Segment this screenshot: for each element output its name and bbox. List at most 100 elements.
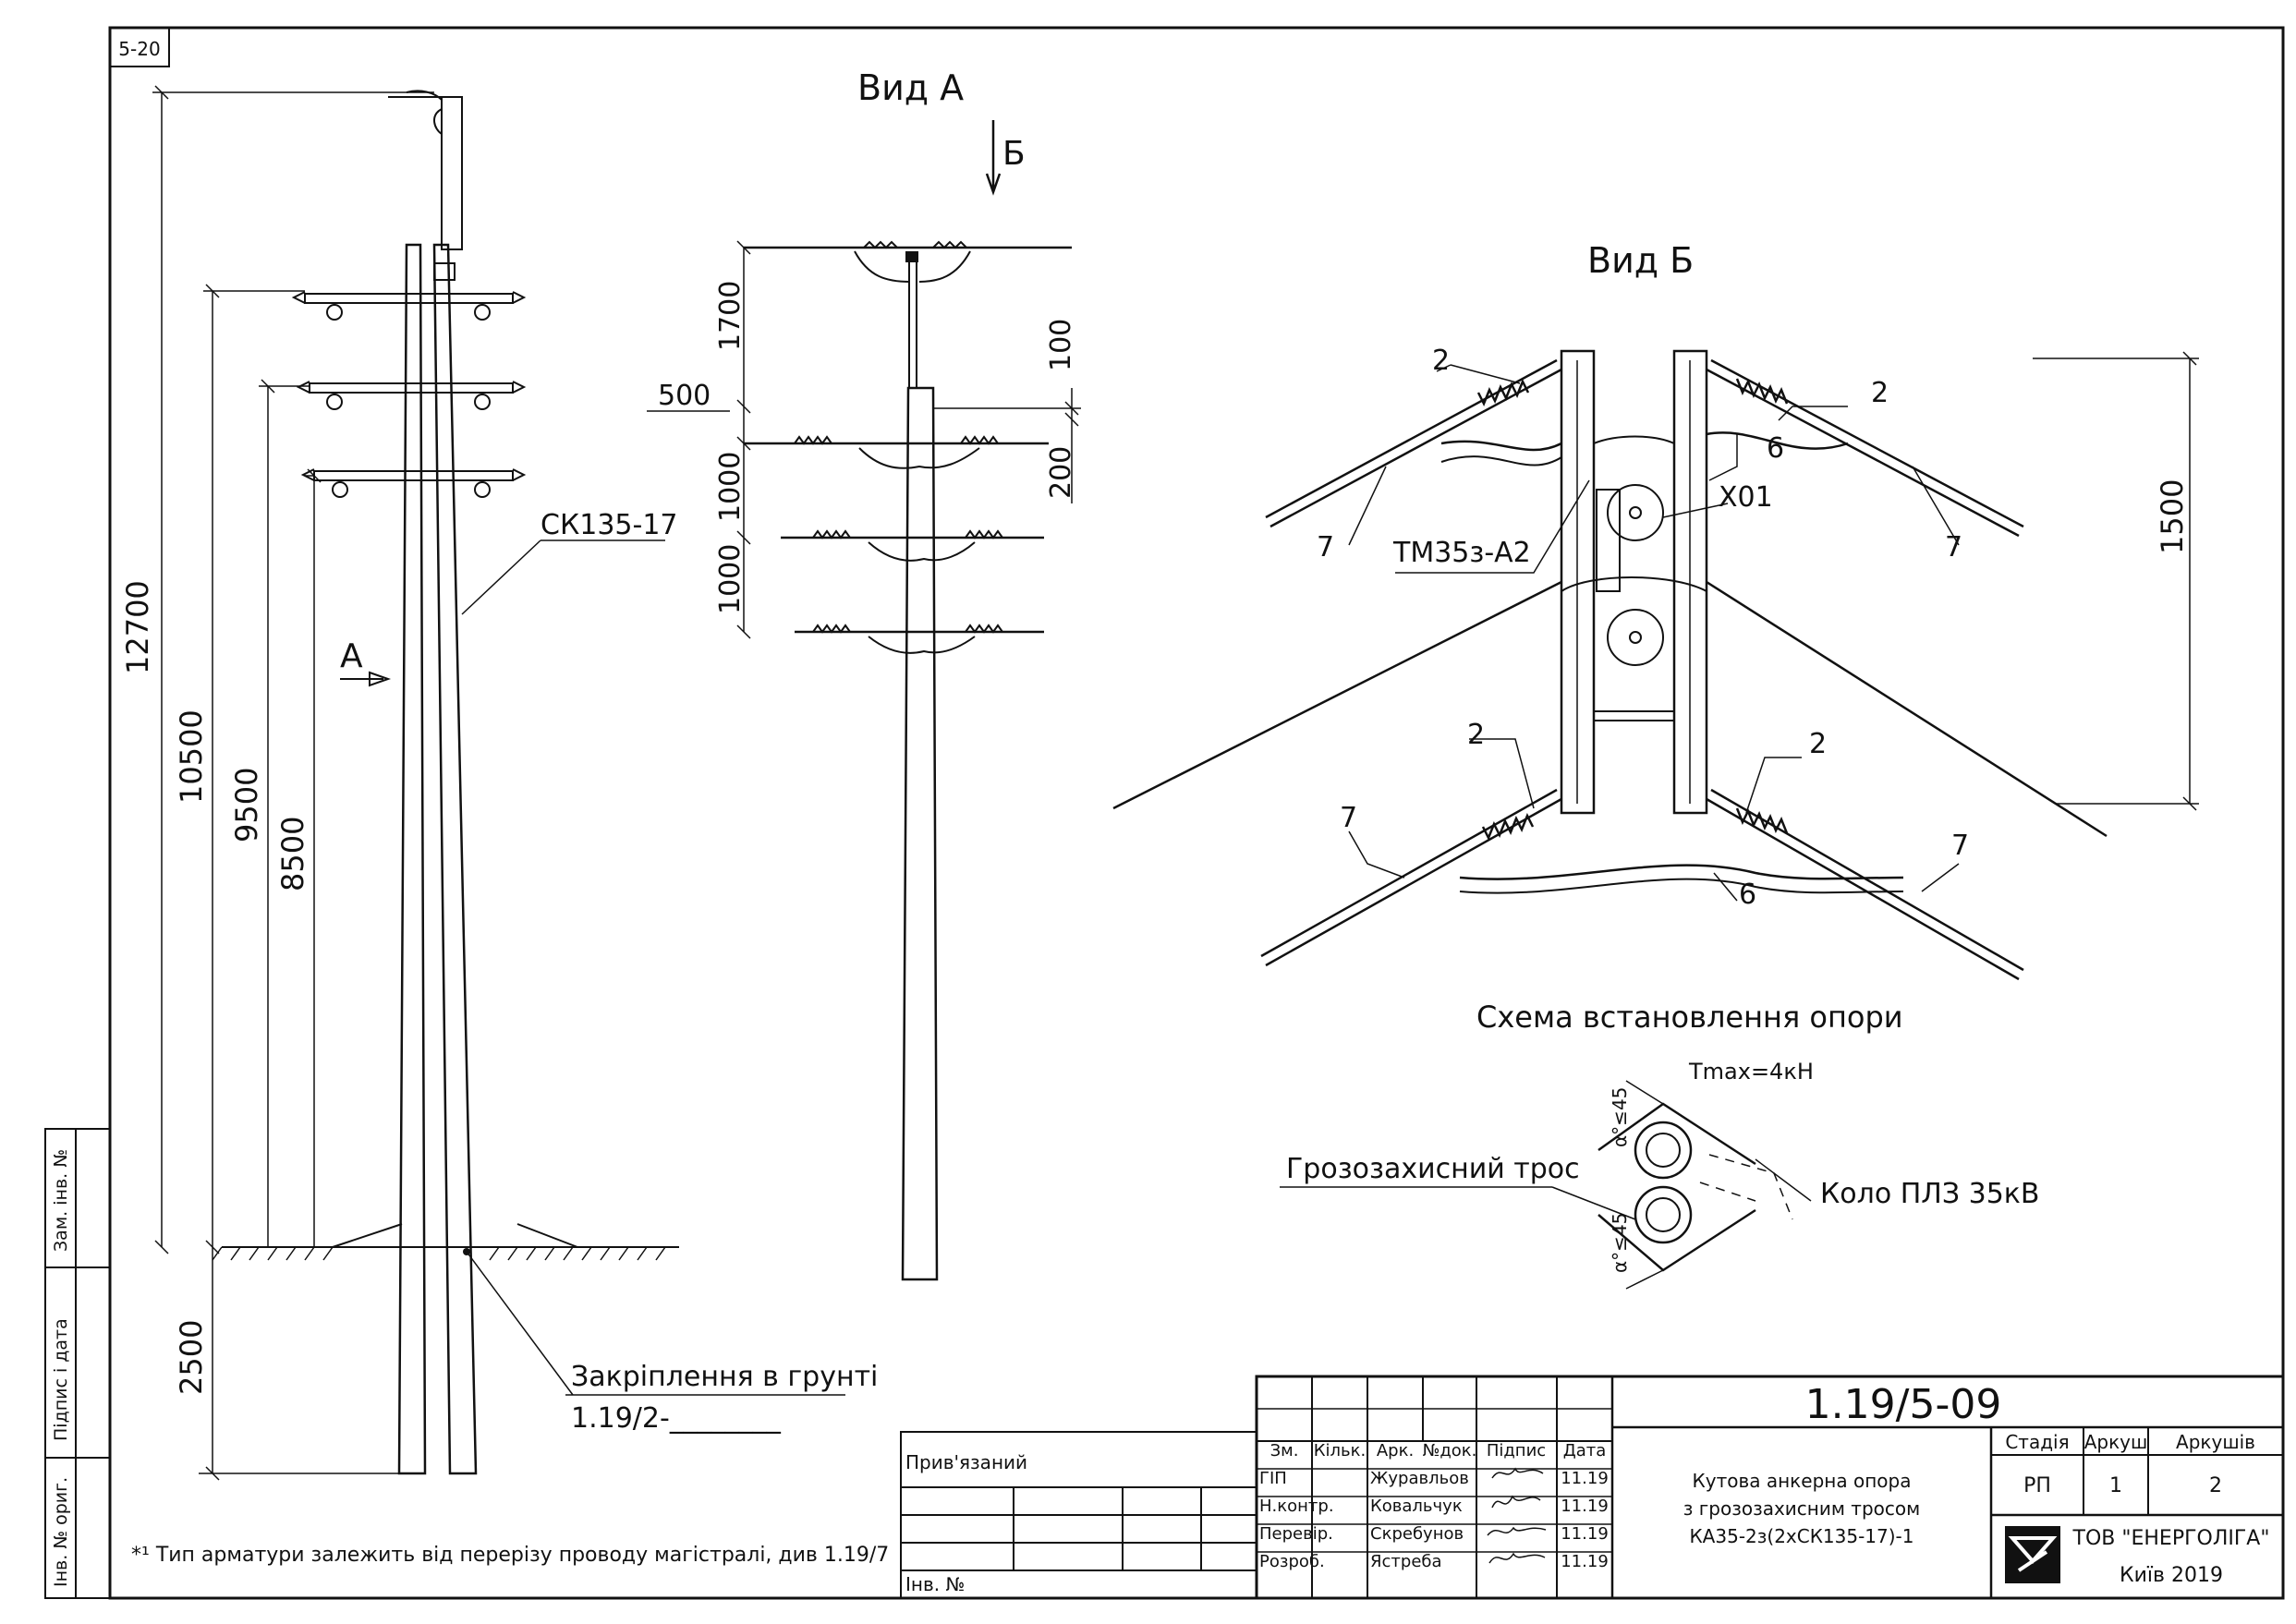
company-city-year: Київ 2019	[2120, 1564, 2223, 1587]
hdr-kilk: Кільк.	[1314, 1441, 1367, 1460]
view-b-arrow-label: Б	[1002, 135, 1026, 173]
row-name-3: Скребунов	[1370, 1524, 1464, 1544]
row-role-4: Розроб.	[1259, 1552, 1325, 1571]
dim-100: 100	[1045, 319, 1077, 371]
dim-9500: 9500	[229, 768, 264, 842]
approval-table: Прив'язаний Інв. №	[900, 1431, 1257, 1599]
dim-500: 500	[658, 380, 711, 412]
row-role-1: ГІП	[1259, 1469, 1287, 1488]
page-ref: 5-20	[118, 38, 160, 60]
insulator-string-ul	[1265, 358, 1562, 528]
side-view: 12700 10500 9500 8500 2500 СК135-17 А За…	[120, 85, 878, 1481]
hdr-data: Дата	[1563, 1441, 1607, 1460]
signature-4	[1488, 1552, 1546, 1564]
scheme-line-label: Коло ПЛЗ 35кВ	[1820, 1178, 2039, 1210]
scheme-tmax: Tmax=4кН	[1688, 1059, 1814, 1085]
insulator-string-ur	[1706, 358, 2024, 538]
pole-left-2	[432, 243, 478, 1475]
hdr-zm: Зм.	[1270, 1441, 1299, 1460]
hdr-ark: Арк.	[1377, 1441, 1414, 1460]
stamp-inv-orig: Інв. № ориг.	[51, 1477, 71, 1587]
footnote: *¹ Тип арматури залежить від перерізу пр…	[131, 1544, 889, 1567]
stage-header: Стадія	[2005, 1431, 2069, 1453]
callout-7-ll: 7	[1340, 802, 1357, 834]
dim-2500: 2500	[174, 1320, 209, 1395]
installation-scheme: Схема встановлення опори Tmax=4кН α°≤45 …	[1280, 1000, 2039, 1290]
dim-200: 200	[1045, 446, 1077, 499]
dim-8500: 8500	[275, 817, 310, 891]
foundation-label: Закріплення в грунті	[571, 1361, 878, 1393]
stamp-substitute: Зам. інв. №	[51, 1149, 71, 1252]
insulator-string-lr	[1706, 788, 2024, 981]
dim-1000a: 1000	[714, 452, 747, 522]
pole-left-1	[397, 243, 427, 1475]
row-date-1: 11.19	[1561, 1469, 1609, 1488]
callout-2-ur: 2	[1871, 377, 1889, 409]
crossarm-2	[296, 381, 527, 410]
scheme-angle-1: α°≤45	[1609, 1087, 1631, 1147]
title-block: 1.19/5-09 Зм. Кільк. Арк. №док. Підпис Д…	[1255, 1375, 2285, 1600]
callout-2-ll: 2	[1467, 719, 1485, 751]
scheme-angle-2: α°≤45	[1609, 1213, 1631, 1273]
phase-arm-2	[781, 529, 1044, 562]
page-ref-box	[109, 27, 170, 67]
hdr-ndoc: №док.	[1423, 1441, 1477, 1460]
desc-line-2: з грозозахисним тросом	[1683, 1497, 1920, 1520]
approval-attached: Прив'язаний	[905, 1451, 1027, 1473]
row-role-3: Перевір.	[1259, 1524, 1333, 1544]
sheet-header: Аркуш	[2084, 1431, 2148, 1453]
signature-2	[1491, 1495, 1541, 1509]
callout-6-upper: 6	[1767, 432, 1784, 465]
view-a: Вид А Б 1700 1000 100	[647, 67, 1081, 1281]
pole-front	[901, 386, 939, 1281]
dim-12700: 12700	[120, 580, 155, 674]
signature-1	[1491, 1467, 1544, 1479]
row-name-2: Ковальчук	[1370, 1497, 1463, 1516]
sheets-value: 2	[2209, 1474, 2222, 1497]
stage-value: РП	[2023, 1474, 2051, 1497]
view-arrow-a: А	[340, 637, 363, 675]
crossarm-3	[300, 468, 527, 498]
row-date-3: 11.19	[1561, 1524, 1609, 1544]
desc-line-1: Кутова анкерна опора	[1693, 1470, 1912, 1492]
row-name-1: Журавльов	[1370, 1469, 1469, 1488]
phase-arm-3	[795, 624, 1044, 654]
scheme-rope-label: Грозозахисний трос	[1286, 1153, 1580, 1185]
hdr-pidpys: Підпис	[1487, 1441, 1546, 1460]
dim-10500: 10500	[174, 709, 209, 804]
company-logo	[2005, 1526, 2060, 1583]
left-dimensions	[152, 85, 434, 1481]
sheets-header: Аркушів	[2176, 1431, 2255, 1453]
row-date-4: 11.19	[1561, 1552, 1609, 1571]
callout-6-lower: 6	[1739, 879, 1756, 911]
approval-inv-no: Інв. №	[905, 1573, 965, 1595]
foundation-ref: 1.19/2-________	[571, 1402, 782, 1435]
label-x01: Х01	[1719, 481, 1773, 514]
dim-1000b: 1000	[714, 544, 747, 614]
row-name-4: Ястреба	[1370, 1552, 1442, 1571]
company-name: ТОВ "ЕНЕРГОЛІГА"	[2072, 1527, 2270, 1550]
crossarm-1	[291, 291, 527, 321]
callout-7-ul: 7	[1317, 531, 1334, 564]
desc-line-3: КА35-2з(2хСК135-17)-1	[1689, 1525, 1913, 1547]
view-a-title: Вид А	[857, 67, 964, 108]
pole-type-label: СК135-17	[541, 509, 678, 541]
scheme-title: Схема встановлення опори	[1476, 1000, 1903, 1035]
signature-3	[1487, 1526, 1547, 1536]
dim-1700: 1700	[714, 281, 747, 351]
callout-7-ur: 7	[1945, 531, 1962, 564]
side-stamp: Зам. інв. № Підпис і дата Інв. № ориг.	[44, 1128, 111, 1599]
insulator-string-ll	[1260, 788, 1562, 967]
doc-code: 1.19/5-09	[1805, 1381, 2002, 1428]
dim-1500: 1500	[2155, 479, 2190, 554]
view-b-title: Вид Б	[1587, 240, 1694, 281]
row-role-2: Н.контр.	[1259, 1497, 1334, 1516]
stamp-sign-date: Підпис і дата	[51, 1318, 71, 1441]
phase-arm-1	[744, 435, 1049, 469]
callout-7-lr: 7	[1951, 830, 1969, 862]
sheet-value: 1	[2109, 1474, 2122, 1497]
label-tm35: ТМ35з-А2	[1392, 537, 1531, 569]
callout-2-lr: 2	[1809, 728, 1827, 760]
view-b: Вид Б	[1112, 240, 2199, 981]
